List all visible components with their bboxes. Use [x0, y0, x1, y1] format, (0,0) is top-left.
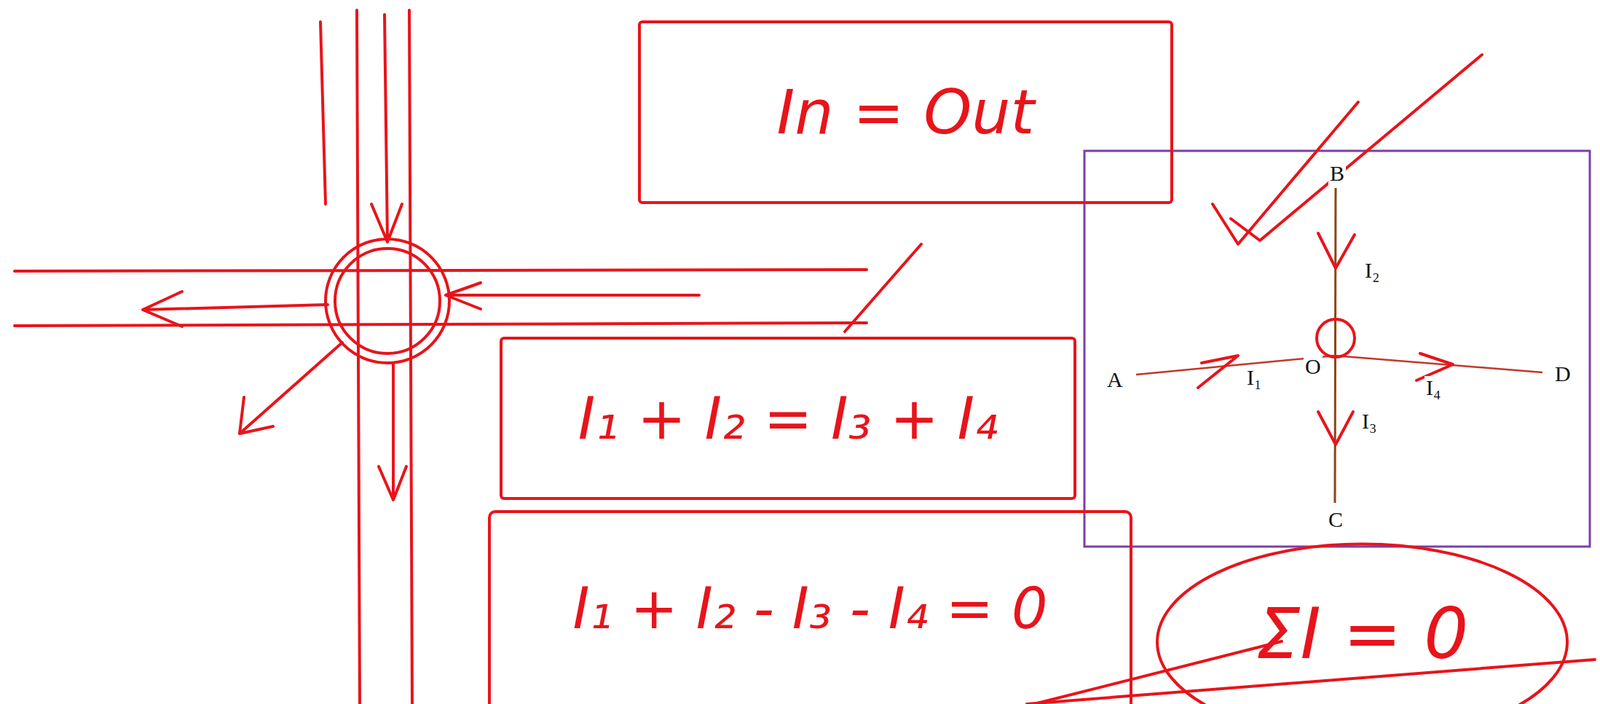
- arrowhead: [1318, 411, 1354, 445]
- check-mark: [1230, 54, 1483, 241]
- arrowhead: [1197, 355, 1239, 388]
- wire: [1334, 187, 1336, 503]
- wire-vertical: [1334, 187, 1336, 503]
- equation-box: I₁ + I₂ = I₃ + I₄: [499, 336, 1077, 500]
- current-label: I₄: [1424, 375, 1442, 400]
- current-label: I₁: [1245, 365, 1263, 389]
- ellipse-outline: [1157, 543, 1568, 704]
- handwritten-equation: I₁ + I₂ = I₃ + I₄: [578, 384, 998, 453]
- handwritten-equation: In = Out: [776, 76, 1035, 148]
- current-label: I₃: [1360, 409, 1378, 433]
- node-circle: [1316, 318, 1355, 357]
- wire: [1136, 355, 1543, 375]
- arrowhead: [1318, 233, 1355, 269]
- equation-box: I₁ + I₂ - I₃ - I₄ = 0: [487, 509, 1133, 704]
- rule-box: In = Out: [637, 20, 1174, 204]
- point-label: D: [1553, 361, 1573, 386]
- junction-circle: [325, 238, 450, 363]
- road-line: [14, 322, 867, 326]
- strike-line: [844, 243, 922, 332]
- current-label: I₂: [1363, 258, 1381, 282]
- wire-horizontal: [1136, 355, 1543, 375]
- point-label: A: [1105, 367, 1125, 392]
- point-label: O: [1303, 354, 1323, 378]
- junction-circle: [335, 248, 440, 354]
- current-arrow: [371, 14, 403, 242]
- current-arrow: [239, 342, 343, 434]
- point-label: B: [1328, 161, 1346, 185]
- sum-ellipse: ΣI = 0: [1152, 540, 1572, 704]
- road-line: [320, 21, 326, 204]
- current-arrow: [378, 364, 407, 500]
- handwritten-equation: ΣI = 0: [1256, 592, 1469, 675]
- point-label: C: [1326, 507, 1345, 531]
- annotation: [1026, 54, 1595, 704]
- current-arrow: [445, 282, 700, 309]
- handwritten-equation: I₁ + I₂ - I₃ - I₄ = 0: [572, 575, 1048, 641]
- current-arrow: [142, 291, 328, 327]
- diagram-frame: [1084, 150, 1590, 547]
